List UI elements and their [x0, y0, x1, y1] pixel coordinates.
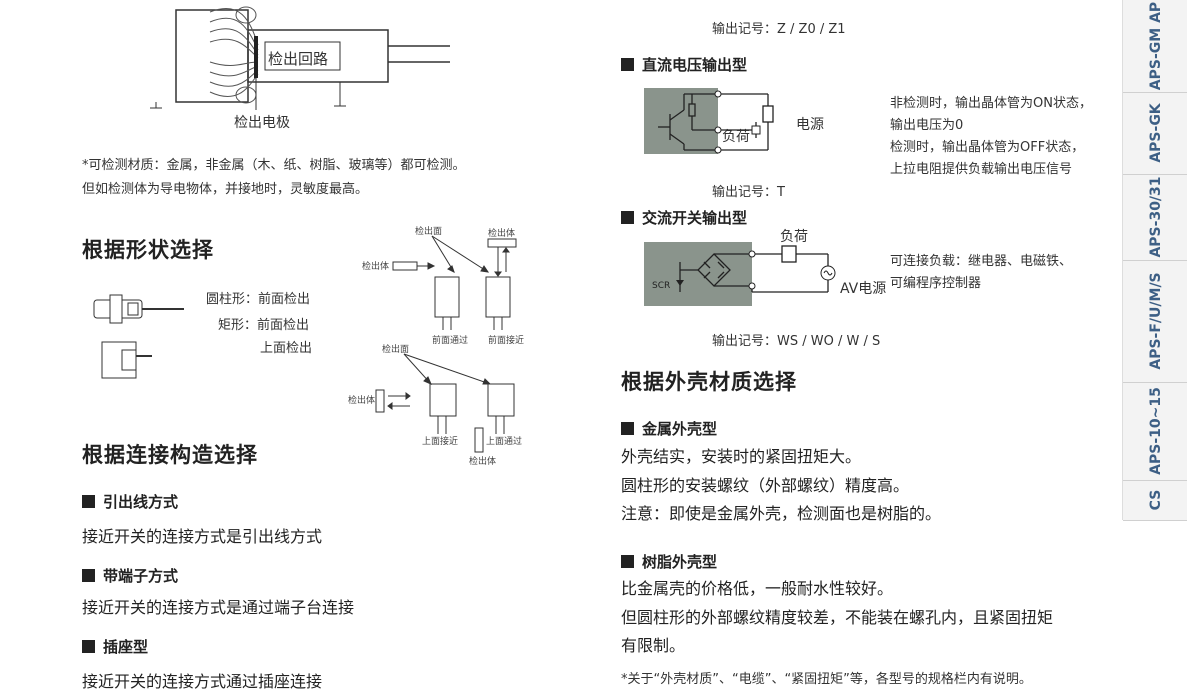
shape-heading: 根据形状选择	[82, 238, 214, 262]
dc-desc-4: 上拉电阻提供负载输出电压信号	[890, 162, 1073, 177]
metal-title: 金属外壳型	[621, 418, 717, 439]
electrode-diagram	[150, 6, 450, 110]
side-tab-aps-f-u-m-s[interactable]: APS-F/U/M/S	[1123, 260, 1187, 383]
dc-desc-3: 检测时，输出晶体管为OFF状态，	[890, 140, 1085, 155]
resin-desc-3: 有限制。	[621, 636, 686, 655]
side-tab-cs[interactable]: CS	[1123, 480, 1187, 521]
dc-title: 直流电压输出型	[621, 54, 747, 75]
shape-rect-2: 上面检出	[260, 341, 313, 356]
diagram-top-caption-right: 前面接近	[488, 334, 524, 346]
lead-title: 引出线方式	[82, 491, 178, 512]
ac-load-label: 负荷	[780, 229, 808, 245]
diagram-bottom-body-left: 检出体	[348, 394, 375, 406]
output-code-z: 输出记号：Z / Z0 / Z1	[712, 22, 846, 37]
detection-diagram: 检出面 检出体 检出体 前面通过 前面接近 检出面 检出体 上面接近 上面通过 …	[348, 225, 524, 467]
ac-title: 交流开关输出型	[621, 207, 747, 228]
diagram-top-caption-left: 前面通过	[432, 334, 468, 346]
side-tab-aps-gm[interactable]: APS-GM AP	[1123, 0, 1187, 93]
socket-title: 插座型	[82, 636, 148, 657]
terminal-desc: 接近开关的连接方式是通过端子台连接	[82, 598, 355, 617]
resin-desc-1: 比金属壳的价格低，一般耐水性较好。	[621, 579, 894, 598]
shape-rect-1: 矩形：前面检出	[218, 318, 310, 333]
resin-desc-2: 但圆柱形的外部螺纹精度较差，不能装在螺孔内，且紧固扭矩	[621, 608, 1054, 627]
diagram-bottom-body-bottom: 检出体	[469, 455, 496, 467]
metal-desc-3: 注意：即使是金属外壳，检测面也是树脂的。	[621, 504, 942, 523]
side-tab-aps-gk[interactable]: APS-GK	[1123, 92, 1187, 175]
metal-desc-1: 外壳结实，安装时的紧固扭矩大。	[621, 447, 862, 466]
diagram-top-body-left: 检出体	[362, 260, 389, 272]
side-tab-aps-30-31[interactable]: APS-30/31	[1123, 174, 1187, 261]
diagram-bottom-caption-right: 上面通过	[486, 435, 522, 447]
shape-cylinder: 圆柱形：前面检出	[206, 292, 311, 307]
circuit-label: 检出回路	[268, 50, 329, 68]
socket-desc: 接近开关的连接方式通过插座连接	[82, 672, 323, 691]
metal-desc-2: 圆柱形的安装螺纹（外部螺纹）精度高。	[621, 476, 910, 495]
material-note-1: *可检测材质：金属，非金属（木、纸、树脂、玻璃等）都可检测。	[82, 158, 466, 173]
housing-heading: 根据外壳材质选择	[621, 370, 797, 394]
footnote: *关于“外壳材质”、“电缆”、“紧固扭矩”等，各型号的规格栏内有说明。	[621, 672, 1032, 687]
diagram-bottom-face: 检出面	[382, 343, 409, 355]
dc-circuit-diagram	[644, 88, 774, 154]
resin-title: 树脂外壳型	[621, 551, 717, 572]
ac-circuit-diagram: SCR	[644, 242, 836, 306]
diagram-top-body-right: 检出体	[488, 227, 515, 239]
terminal-title: 带端子方式	[82, 565, 178, 586]
side-tab-aps-10-15[interactable]: APS-10~15	[1123, 382, 1187, 481]
output-code-t: 输出记号：T	[712, 185, 785, 200]
ac-desc-1: 可连接负载：继电器、电磁铁、	[890, 254, 1073, 269]
output-code-ws: 输出记号：WS / WO / W / S	[712, 334, 881, 349]
dc-desc-1: 非检测时，输出晶体管为ON状态，	[890, 96, 1092, 111]
diagram-top-face: 检出面	[415, 225, 442, 237]
connect-heading: 根据连接构造选择	[82, 443, 258, 467]
material-note-2: 但如检测体为导电物体，并接地时，灵敏度最高。	[82, 182, 369, 197]
side-tabs: APS-GM AP APS-GK APS-30/31 APS-F/U/M/S A…	[1122, 0, 1187, 521]
ac-desc-2: 可编程序控制器	[890, 276, 982, 291]
electrode-label: 检出电极	[234, 115, 290, 131]
rect-sensor-icon	[101, 341, 152, 379]
ac-scr-label: SCR	[652, 281, 670, 291]
lead-desc: 接近开关的连接方式是引出线方式	[82, 527, 323, 546]
dc-power-label: 电源	[796, 117, 824, 133]
cylinder-sensor-icon	[93, 294, 184, 324]
diagram-bottom-caption-left: 上面接近	[422, 435, 458, 447]
dc-load-label: 负荷	[722, 129, 750, 145]
ac-power-label: AV电源	[840, 281, 887, 297]
dc-desc-2: 输出电压为0	[890, 118, 964, 133]
